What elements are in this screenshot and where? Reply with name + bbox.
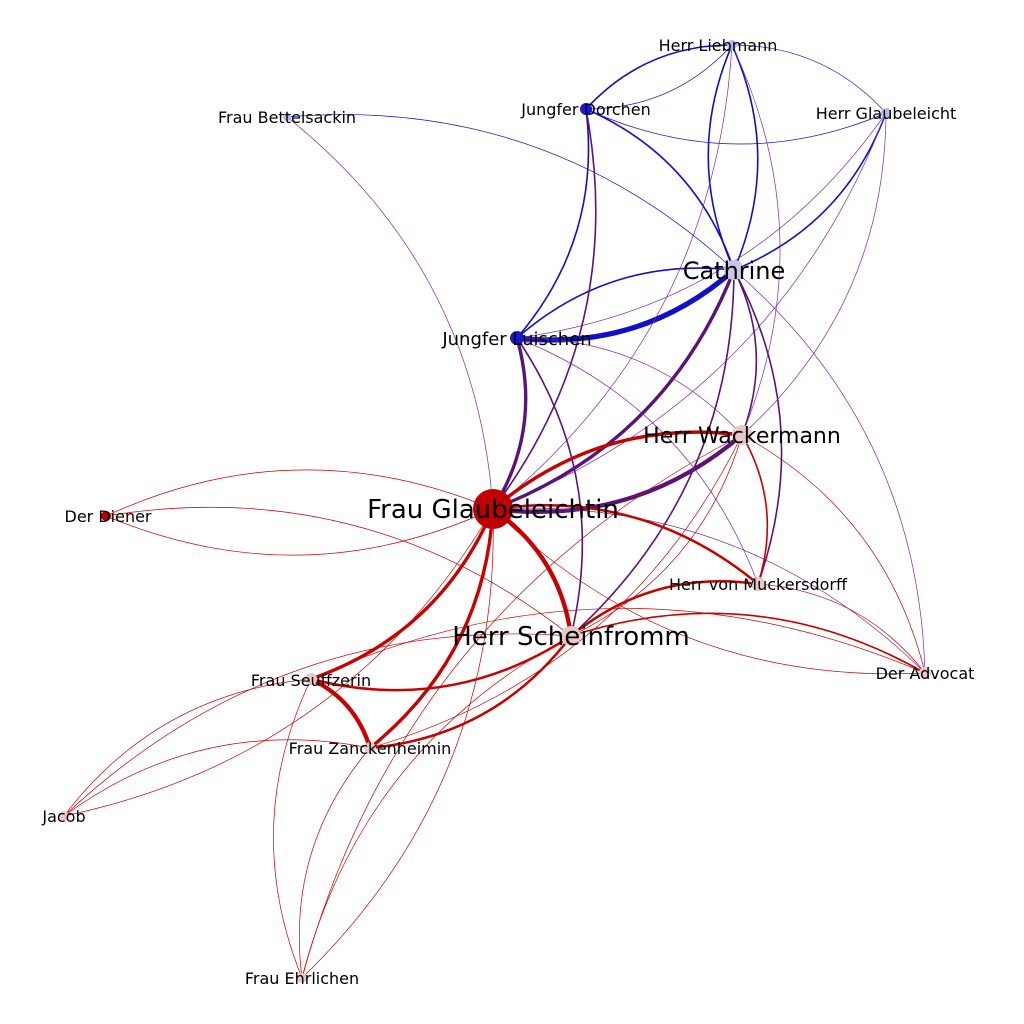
edge-glaubeleicht-luischen — [516, 112, 887, 339]
edge-dorchen-cathrine — [585, 108, 735, 271]
node-label-wackermann: Herr Wackermann — [643, 424, 841, 449]
edge-glaubeleichtin-scheinfromm — [490, 506, 574, 639]
edge-jacob-scheinfromm — [63, 633, 572, 817]
node-label-glaubeleicht: Herr Glaubeleicht — [816, 104, 957, 123]
node-advocat[interactable] — [919, 667, 931, 679]
edge-ehrlichen-zanckenheimin — [298, 747, 371, 979]
edge-seuffzerin-advocat — [310, 608, 926, 680]
edge-cathrine-wackermann — [733, 269, 758, 436]
edge-diener-scheinfromm — [105, 506, 572, 637]
edge-glaubeleichtin-ehrlichen — [301, 508, 494, 979]
node-label-ehrlichen: Frau Ehrlichen — [245, 969, 359, 988]
node-liebmann[interactable] — [727, 40, 737, 50]
node-label-liebmann: Herr Liebmann — [659, 36, 778, 55]
node-label-muckersdorff: Herr von Muckersdorff — [669, 575, 848, 594]
edge-liebmann-dorchen — [585, 44, 733, 110]
edge-liebmann-wackermann — [731, 44, 781, 436]
node-label-zanckenheimin: Frau Zanckenheimin — [289, 739, 452, 758]
edge-liebmann-glaubeleichtin — [492, 44, 733, 510]
edge-cathrine-glaubeleichtin — [491, 268, 736, 511]
edge-muckersdorff-advocat — [757, 583, 926, 674]
nodes-layer — [59, 40, 931, 983]
edge-scheinfromm-seuffzerin — [309, 634, 573, 692]
node-label-diener: Der Diener — [65, 507, 152, 526]
node-label-cathrine: Cathrine — [683, 257, 786, 285]
node-ehrlichen[interactable] — [297, 973, 307, 983]
edge-glaubeleicht-cathrine — [733, 112, 887, 271]
node-cathrine[interactable] — [724, 260, 744, 280]
node-label-dorchen: Jungfer Dorchen — [520, 100, 651, 119]
edge-glaubeleichtin-zanckenheimin — [368, 507, 495, 750]
node-dorchen[interactable] — [580, 103, 592, 115]
node-label-bettelsackin: Frau Bettelsackin — [218, 108, 356, 127]
node-glaubeleichtin[interactable] — [473, 489, 513, 529]
edge-luischen-scheinfromm — [516, 337, 584, 637]
edge-glaubeleicht-glaubeleichtin — [492, 112, 887, 510]
edge-jacob-seuffzerin — [63, 678, 312, 817]
edge-seuffzerin-zanckenheimin — [308, 676, 373, 751]
edge-diener-glaubeleichtin — [105, 469, 494, 517]
edge-luischen-muckersdorff — [516, 337, 759, 585]
node-label-glaubeleichtin: Frau Glaubeleichtin — [367, 495, 619, 525]
edge-glaubeleichtin-diener — [105, 508, 494, 556]
edge-ehrlichen-wackermann — [301, 434, 743, 979]
edge-liebmann-glaubeleicht — [731, 44, 887, 114]
node-jacob[interactable] — [59, 811, 69, 821]
node-label-scheinfromm: Herr Scheinfromm — [452, 622, 690, 652]
edge-cathrine-muckersdorff — [733, 269, 783, 585]
edge-glaubeleicht-dorchen — [585, 108, 887, 145]
edge-bettelsackin-cathrine — [286, 114, 735, 271]
edge-scheinfromm-zanckenheimin — [368, 634, 573, 750]
edge-glaubeleichtin-jacob — [63, 508, 494, 817]
edge-scheinfromm-advocat — [570, 612, 926, 674]
edge-advocat-glaubeleichtin — [492, 508, 926, 675]
node-luischen[interactable] — [510, 331, 524, 345]
edge-scheinfromm-muckersdorff — [569, 579, 760, 638]
edge-glaubeleichtin-muckersdorff — [491, 504, 760, 586]
edge-glaubeleichtin-seuffzerin — [309, 507, 495, 681]
node-label-luischen: Jungfer Luischen — [441, 329, 591, 350]
node-zanckenheimin[interactable] — [364, 742, 376, 754]
edge-luischen-wackermann — [516, 337, 743, 436]
edge-cathrine-luischen — [514, 267, 737, 343]
edge-wackermann-scheinfromm — [570, 434, 743, 637]
edge-wackermann-muckersdorff — [741, 434, 769, 585]
edge-wackermann-advocat — [741, 434, 926, 674]
edge-dorchen-luischen — [516, 108, 590, 339]
node-diener[interactable] — [101, 511, 111, 521]
edge-cathrine-advocat — [733, 269, 926, 674]
edge-luischen-glaubeleichtin — [491, 336, 528, 511]
edge-bettelsackin-glaubeleichtin — [286, 116, 494, 510]
node-scheinfromm[interactable] — [561, 626, 581, 646]
node-label-jacob: Jacob — [41, 807, 85, 826]
edge-cathrine-liebmann — [707, 44, 735, 271]
edge-wackermann-glaubeleichtin — [490, 432, 745, 515]
node-muckersdorff[interactable] — [751, 577, 765, 591]
edge-glaubeleicht-wackermann — [741, 112, 887, 436]
edge-dorchen-glaubeleichtin — [492, 108, 597, 510]
edge-jacob-zanckenheimin — [63, 739, 371, 817]
edge-liebmann-cathrine — [731, 44, 759, 271]
edge-luischen-cathrine — [516, 267, 735, 339]
node-seuffzerin[interactable] — [305, 673, 317, 685]
node-glaubeleicht[interactable] — [881, 108, 891, 118]
edge-ehrlichen-seuffzerin — [273, 678, 312, 979]
node-label-advocat: Der Advocat — [876, 664, 975, 683]
edge-cathrine-scheinfromm — [570, 269, 735, 637]
edge-wackermann-zanckenheimin — [369, 434, 743, 749]
node-label-seuffzerin: Frau Seuffzerin — [251, 671, 371, 690]
node-wackermann[interactable] — [732, 425, 752, 445]
edge-dorchen-liebmann — [585, 44, 733, 110]
node-bettelsackin[interactable] — [283, 113, 291, 121]
edge-glaubeleichtin-wackermann — [491, 430, 744, 511]
edge-glaubeleichtin-advocat — [492, 507, 926, 674]
